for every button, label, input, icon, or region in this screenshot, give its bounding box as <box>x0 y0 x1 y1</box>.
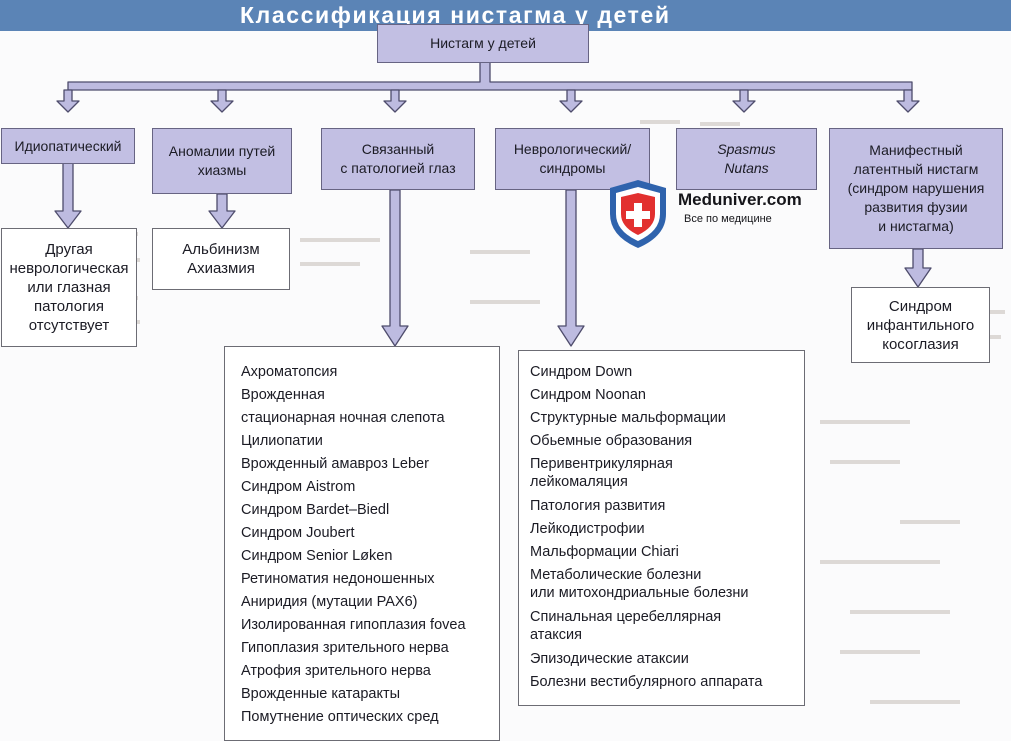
neurological-list: Синдром Down Синдром Noonan Структурные … <box>518 350 805 706</box>
category-manifest-label-line1: Манифестный <box>869 142 963 158</box>
list-item: Болезни вестибулярного аппарата <box>530 674 763 690</box>
detail-chiasm: Альбинизм Ахиазмия <box>152 228 290 290</box>
watermark-tagline: Все по медицине <box>684 213 772 225</box>
detail-idiopathic: Другая неврологическая или глазная патол… <box>1 228 137 347</box>
diagram-title: Классификация нистагма у детей <box>240 2 671 28</box>
category-idiopathic-label: Идиопатический <box>14 137 122 154</box>
list-item: Синдром Down <box>530 364 633 380</box>
category-manifest-label-line3: (синдром нарушения <box>847 180 985 196</box>
category-eye-label-line1: Связанный <box>361 141 435 157</box>
eye-pathology-list: Ахроматопсия Врожденная стационарная ноч… <box>224 346 500 741</box>
detail-manifest-line1: Синдром <box>888 297 953 315</box>
detail-idiopathic-line4: патология <box>33 298 105 315</box>
category-neuro-label-line1: Неврологический/ <box>513 141 632 157</box>
arrow-to-eye <box>383 89 407 113</box>
arrow-neuro-list <box>557 189 585 347</box>
category-neurological-syndromes: Неврологический/ синдромы <box>495 128 650 190</box>
list-item: Изолированная гипоплазия fovea <box>241 617 466 633</box>
detail-manifest-line2: инфантильного <box>866 316 975 334</box>
detail-chiasm-line1: Альбинизм <box>182 241 260 258</box>
category-manifest-latent: Манифестный латентный нистагм (синдром н… <box>829 128 1003 249</box>
shield-cross-icon <box>610 180 666 248</box>
category-spasmus-label-line1: Spasmus <box>717 141 776 157</box>
list-item: Ахроматопсия <box>241 364 338 380</box>
list-item: Структурные мальформации <box>530 410 726 426</box>
arrow-eye-list <box>381 189 409 347</box>
root-to-bus-connector <box>67 61 913 91</box>
meduniver-watermark: Meduniver.com Все по медицине <box>604 180 804 250</box>
category-chiasm-label-line2: хиазмы <box>197 162 247 178</box>
arrow-to-manifest <box>896 89 920 113</box>
arrow-idiopathic-detail <box>54 162 82 229</box>
list-item: Врожденные катаракты <box>241 686 401 702</box>
category-neuro-label-line2: синдромы <box>539 160 606 176</box>
watermark-name: Meduniver.com <box>678 190 802 209</box>
category-idiopathic: Идиопатический <box>1 128 135 164</box>
category-spasmus-nutans: Spasmus Nutans <box>676 128 817 190</box>
list-item: стационарная ночная слепота <box>241 410 445 426</box>
detail-chiasm-line2: Ахиазмия <box>187 260 255 277</box>
detail-idiopathic-line2: неврологическая <box>9 260 129 277</box>
list-item: Мальформации Chiari <box>530 544 679 560</box>
category-chiasm-anomalies: Аномалии путей хиазмы <box>152 128 292 194</box>
arrow-to-neuro <box>559 89 583 113</box>
list-item: Ретиноматия недоношенных <box>241 571 435 587</box>
list-item: Патология развития <box>530 498 666 514</box>
root-node: Нистагм у детей <box>377 24 589 63</box>
list-item: Помутнение оптических сред <box>241 709 439 725</box>
list-item: Врожденный амавроз Leber <box>241 456 429 472</box>
detail-idiopathic-line3: или глазная <box>27 279 111 296</box>
list-item: Эпизодические атаксии <box>530 651 689 667</box>
category-eye-label-line2: с патологией глаз <box>340 160 456 176</box>
list-item: Спинальная церебеллярная <box>530 609 722 625</box>
list-item: Лейкодистрофии <box>530 521 645 537</box>
arrow-chiasm-detail <box>208 193 236 229</box>
category-spasmus-label-line2: Nutans <box>724 160 769 176</box>
detail-manifest: Синдром инфантильного косоглазия <box>851 287 990 363</box>
arrow-to-chiasm <box>210 89 234 113</box>
list-item: Цилиопатии <box>241 433 323 449</box>
list-item: Обьемные образования <box>530 433 693 449</box>
category-eye-pathology: Связанный с патологией глаз <box>321 128 475 190</box>
category-manifest-label-line4: развития фузии <box>864 199 968 215</box>
list-item: Синдром Aistrom <box>241 479 356 495</box>
detail-manifest-line3: косоглазия <box>882 335 959 353</box>
detail-idiopathic-line1: Другая <box>45 241 93 258</box>
list-item: лейкомаляция <box>530 474 628 490</box>
list-item: Синдром Joubert <box>241 525 355 541</box>
category-chiasm-label-line1: Аномалии путей <box>168 143 276 159</box>
list-item: Гипоплазия зрительного нерва <box>241 640 449 656</box>
list-item: или митохондриальные болезни <box>530 585 749 601</box>
list-item: Аниридия (мутации PAX6) <box>241 594 418 610</box>
category-manifest-label-line2: латентный нистагм <box>853 161 979 177</box>
list-item: Синдром Bardet–Biedl <box>241 502 390 518</box>
list-item: Атрофия зрительного нерва <box>241 663 431 679</box>
arrow-to-idiopathic <box>56 89 80 113</box>
list-item: Метаболические болезни <box>530 567 702 583</box>
arrow-manifest-detail <box>904 248 932 288</box>
root-label: Нистагм у детей <box>430 35 536 51</box>
arrow-to-spasmus <box>732 89 756 113</box>
list-item: Перивентрикулярная <box>530 456 673 472</box>
detail-idiopathic-line5: отсутствует <box>28 317 110 334</box>
list-item: Врожденная <box>241 387 325 403</box>
title-bar: Классификация нистагма у детей <box>0 0 1011 31</box>
category-manifest-label-line5: и нистагма) <box>878 218 954 234</box>
list-item: Синдром Senior Løken <box>241 548 393 564</box>
list-item: Синдром Noonan <box>530 387 646 403</box>
list-item: атаксия <box>530 627 582 643</box>
